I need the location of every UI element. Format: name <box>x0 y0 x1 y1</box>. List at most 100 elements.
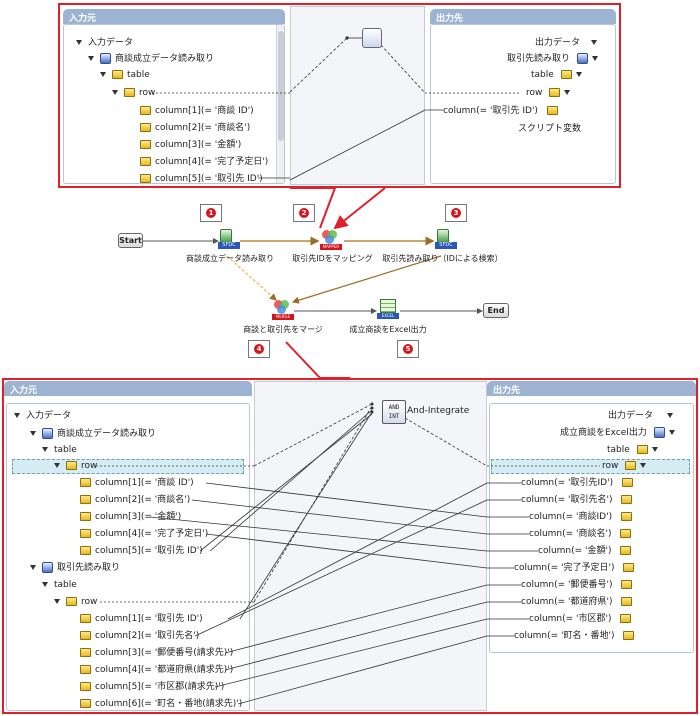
merge-icon[interactable]: MERGE <box>272 299 294 321</box>
tree-item[interactable]: column[2](= '取引先名') <box>80 629 199 644</box>
folder-icon <box>546 106 558 115</box>
excel-icon[interactable]: EXCEL <box>377 299 399 321</box>
tree-item[interactable]: column[4](= '完了予定日') <box>80 527 208 542</box>
tree-item[interactable]: table <box>42 443 77 458</box>
folder-icon <box>80 495 91 504</box>
sfdc-lookup-icon[interactable]: SFDC <box>435 229 457 251</box>
top-mapping-canvas[interactable] <box>290 6 425 185</box>
tree-item[interactable]: column[3](= '金額') <box>80 510 181 525</box>
database-icon <box>576 53 588 64</box>
selected-row-input <box>12 459 244 474</box>
step-badge: 1 <box>200 204 222 222</box>
database-icon <box>42 428 53 439</box>
tree-item[interactable]: column(= '取引先ID') <box>521 476 637 491</box>
tree-item[interactable]: column[5](= '取引先 ID') <box>80 544 203 559</box>
node-label: 成立商談をExcel出力 <box>349 325 427 334</box>
mapper-function-icon[interactable] <box>362 28 382 48</box>
folder-icon <box>80 699 91 708</box>
tree-item[interactable]: row <box>602 459 652 474</box>
tree-item[interactable]: table <box>42 578 77 593</box>
tree-item[interactable]: column[5](= '取引先 ID') <box>140 172 263 187</box>
tree-item[interactable]: column(= '金額') <box>538 544 635 559</box>
tree-item[interactable]: 入力データ <box>14 409 71 424</box>
step-badge: 3 <box>445 204 467 222</box>
node-label: 取引先IDをマッピング <box>292 254 373 263</box>
function-label: And-Integrate <box>407 406 470 416</box>
tree-item[interactable]: column[1](= '商談 ID') <box>140 104 254 119</box>
folder-icon <box>140 157 151 166</box>
step-badge: 2 <box>293 204 315 222</box>
tree-item[interactable]: column(= '取引先名') <box>521 493 636 508</box>
folder-icon <box>80 682 91 691</box>
folder-icon <box>140 140 151 149</box>
tree-item[interactable]: column(= '郵便番号') <box>521 578 636 593</box>
end-node[interactable]: End <box>483 303 509 318</box>
folder-icon <box>66 461 77 470</box>
top-input-tree[interactable] <box>63 24 285 184</box>
tree-item[interactable]: column[6](= '町名・番地(請求先)') <box>80 697 242 712</box>
bottom-output-header: 出力先 <box>487 381 696 396</box>
tree-item[interactable]: column(= '商談名') <box>529 527 635 542</box>
tree-item[interactable]: table <box>100 68 150 83</box>
folder-icon <box>80 512 91 521</box>
tree-item[interactable]: column[4](= '完了予定日') <box>140 155 268 170</box>
tree-item[interactable]: column[5](= '市区郡(請求先)') <box>80 680 224 695</box>
tree-item[interactable]: 入力データ <box>76 36 133 51</box>
folder-icon <box>66 597 77 606</box>
and-integrate-icon[interactable]: AND INT <box>382 400 406 424</box>
tree-item[interactable]: column(= '都道府県') <box>521 595 636 610</box>
tree-item[interactable]: column[1](= '商談 ID') <box>80 476 194 491</box>
tree-item[interactable]: column[3](= '郵便番号(請求先)') <box>80 646 233 661</box>
tree-item[interactable]: row <box>112 86 155 101</box>
tree-item[interactable]: column[3](= '金額') <box>140 138 241 153</box>
tree-item[interactable]: column(= '取引先 ID') <box>443 104 562 119</box>
tree-item[interactable]: 出力データ <box>535 36 603 51</box>
tree-item[interactable]: table <box>607 443 664 458</box>
database-icon <box>653 427 665 438</box>
start-node[interactable]: Start <box>118 233 143 248</box>
tree-item[interactable]: table <box>531 68 588 83</box>
tree-item[interactable]: 成立商談をExcel出力 <box>560 426 681 441</box>
tree-item[interactable]: スクリプト変数 <box>518 124 582 134</box>
folder-icon <box>80 478 91 487</box>
bottom-mapping-canvas[interactable] <box>254 381 487 711</box>
folder-icon <box>620 529 632 538</box>
bottom-output-tree[interactable] <box>489 403 694 653</box>
tree-item[interactable]: 取引先読み取り <box>30 561 120 576</box>
tree-item[interactable]: column(= '完了予定日') <box>514 561 638 576</box>
folder-icon <box>80 529 91 538</box>
folder-icon <box>140 123 151 132</box>
folder-icon <box>621 495 633 504</box>
tree-item[interactable]: column[2](= '商談名') <box>140 121 250 136</box>
folder-icon <box>620 614 632 623</box>
folder-icon <box>80 631 91 640</box>
top-output-tree[interactable] <box>430 24 616 184</box>
node-label: 商談と取引先をマージ <box>243 325 323 334</box>
folder-icon <box>621 478 633 487</box>
folder-icon <box>140 174 151 183</box>
tree-item[interactable]: column[4](= '都道府県(請求先)') <box>80 663 233 678</box>
mapper-icon[interactable]: MAPPER <box>320 229 342 251</box>
tree-item[interactable]: column(= '市区郡') <box>529 612 635 627</box>
tree-item[interactable]: row <box>54 459 97 474</box>
selected-row-output <box>491 459 690 474</box>
tree-item[interactable]: column(= '町名・番地') <box>514 629 638 644</box>
folder-icon <box>620 512 632 521</box>
folder-icon <box>80 665 91 674</box>
tree-item[interactable]: 取引先読み取り <box>507 52 604 67</box>
folder-icon <box>623 563 635 572</box>
top-input-scrollbar[interactable] <box>276 25 284 183</box>
sfdc-read-icon[interactable]: SFDC <box>218 229 240 251</box>
tree-item[interactable]: 商談成立データ読み取り <box>30 427 156 442</box>
folder-icon <box>636 445 648 454</box>
tree-item[interactable]: row <box>526 86 576 101</box>
tree-item[interactable]: column(= '商談ID') <box>529 510 636 525</box>
folder-icon <box>621 580 633 589</box>
tree-item[interactable]: column[1](= '取引先 ID') <box>80 612 203 627</box>
folder-icon <box>623 631 635 640</box>
tree-item[interactable]: column[2](= '商談名') <box>80 493 190 508</box>
folder-icon <box>549 88 561 97</box>
tree-item[interactable]: 商談成立データ読み取り <box>88 52 214 67</box>
tree-item[interactable]: row <box>54 595 97 610</box>
tree-item[interactable]: 出力データ <box>608 409 679 424</box>
